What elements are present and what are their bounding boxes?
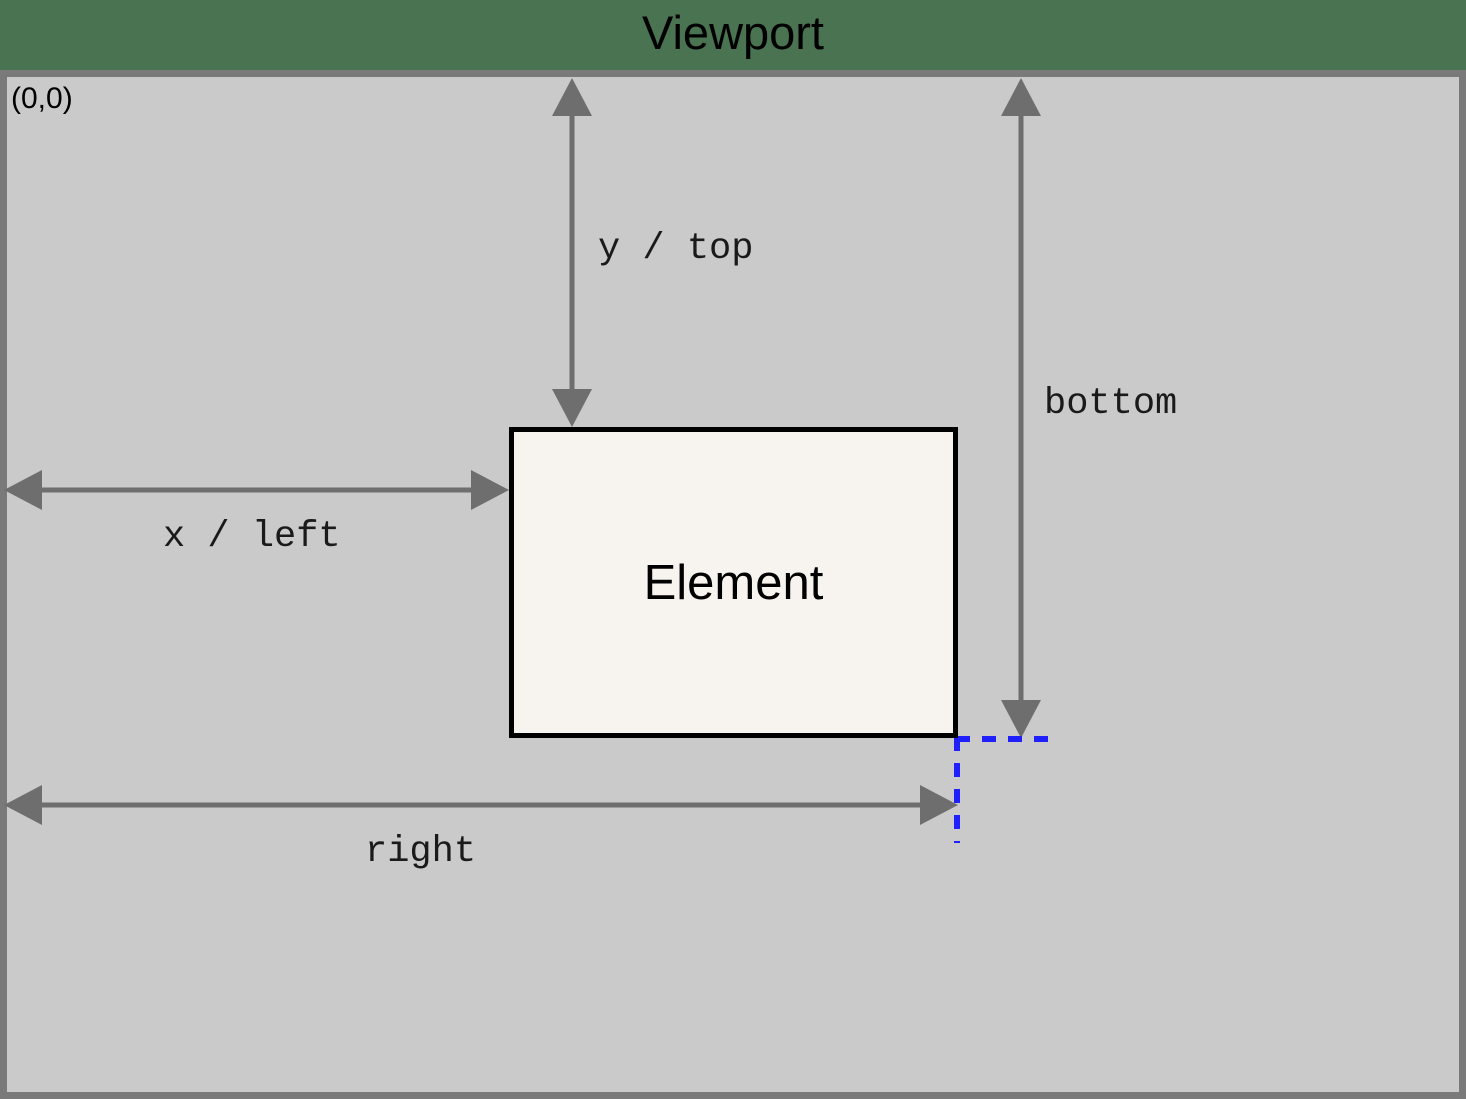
measurement-label-x-left: x / left [163, 516, 341, 558]
viewport-header-bar: Viewport [0, 0, 1466, 70]
measurement-label-y-top: y / top [598, 228, 754, 270]
measurement-label-bottom: bottom [1044, 383, 1178, 425]
origin-coordinate-label: (0,0) [11, 82, 73, 115]
element-label: Element [643, 555, 824, 610]
element-box: Element [509, 427, 958, 738]
page-title: Viewport [641, 6, 824, 59]
measurement-label-right: right [365, 831, 477, 873]
